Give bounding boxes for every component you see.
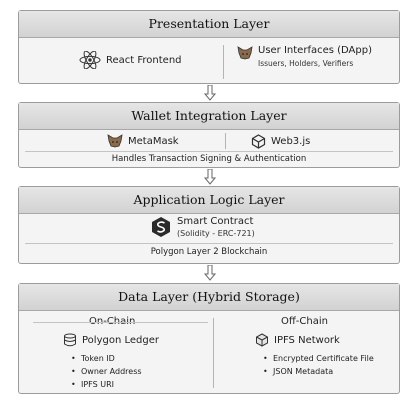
user-interfaces-label: User Interfaces (DApp) <box>258 45 372 56</box>
ipfs-network-label: IPFS Network <box>274 334 340 346</box>
list-item: IPFS URI <box>71 378 142 391</box>
data-layer-title: Data Layer (Hybrid Storage) <box>19 284 399 311</box>
metamask-label: MetaMask <box>128 135 179 147</box>
metamask: MetaMask <box>107 134 179 148</box>
offchain-items: Encrypted Certificate File JSON Metadata <box>263 352 374 378</box>
onchain-items: Token ID Owner Address IPFS URI <box>71 352 142 391</box>
database-icon <box>64 333 76 347</box>
react-icon <box>79 51 101 69</box>
web3js: Web3.js <box>251 134 310 149</box>
wallet-divider <box>225 133 226 149</box>
application-logic-layer: Application Logic Layer Smart Contract (… <box>18 186 400 264</box>
onchain-title: On-Chain <box>89 316 135 327</box>
presentation-divider <box>223 45 224 79</box>
ipfs-network: IPFS Network <box>255 333 340 347</box>
web3js-label: Web3.js <box>271 136 311 147</box>
smart-contract-icon <box>152 217 170 237</box>
user-interfaces: User Interfaces (DApp) Issuers, Holders,… <box>237 45 372 68</box>
web3-cube-icon <box>251 134 266 149</box>
wallet-layer-title: Wallet Integration Layer <box>19 103 399 130</box>
down-arrow-icon <box>203 84 217 101</box>
smart-contract: Smart Contract (Solidity - ERC-721) <box>151 216 255 238</box>
onchain-title-rule <box>33 322 208 323</box>
list-item: Encrypted Certificate File <box>263 352 374 365</box>
smart-contract-label: Smart Contract <box>177 216 254 227</box>
presentation-layer-title: Presentation Layer <box>19 11 399 38</box>
metamask-fox-icon <box>107 134 123 148</box>
offchain-title: Off-Chain <box>281 316 328 327</box>
fox-icon <box>237 46 253 60</box>
wallet-integration-layer: Wallet Integration Layer MetaMask Web3.j… <box>18 102 400 168</box>
logic-separator <box>25 243 393 244</box>
list-item: JSON Metadata <box>263 365 374 378</box>
smart-contract-sub: (Solidity - ERC-721) <box>177 229 255 238</box>
list-item: Token ID <box>71 352 142 365</box>
presentation-layer: Presentation Layer React Frontend User I… <box>18 10 400 84</box>
wallet-separator <box>25 151 393 152</box>
data-layer: Data Layer (Hybrid Storage) On-Chain Pol… <box>18 283 400 394</box>
logic-note: Polygon Layer 2 Blockchain <box>150 247 268 257</box>
down-arrow-icon <box>203 168 217 185</box>
wallet-note: Handles Transaction Signing & Authentica… <box>111 154 307 164</box>
down-arrow-icon <box>203 264 217 281</box>
react-frontend-label: React Frontend <box>106 54 182 66</box>
polygon-ledger-label: Polygon Ledger <box>82 334 159 346</box>
data-divider <box>213 318 214 388</box>
cube-icon <box>256 333 268 347</box>
polygon-ledger: Polygon Ledger <box>63 333 159 347</box>
user-interfaces-sub: Issuers, Holders, Verifiers <box>258 59 354 68</box>
list-item: Owner Address <box>71 365 142 378</box>
logic-layer-title: Application Logic Layer <box>19 187 399 214</box>
react-frontend: React Frontend <box>79 51 182 69</box>
